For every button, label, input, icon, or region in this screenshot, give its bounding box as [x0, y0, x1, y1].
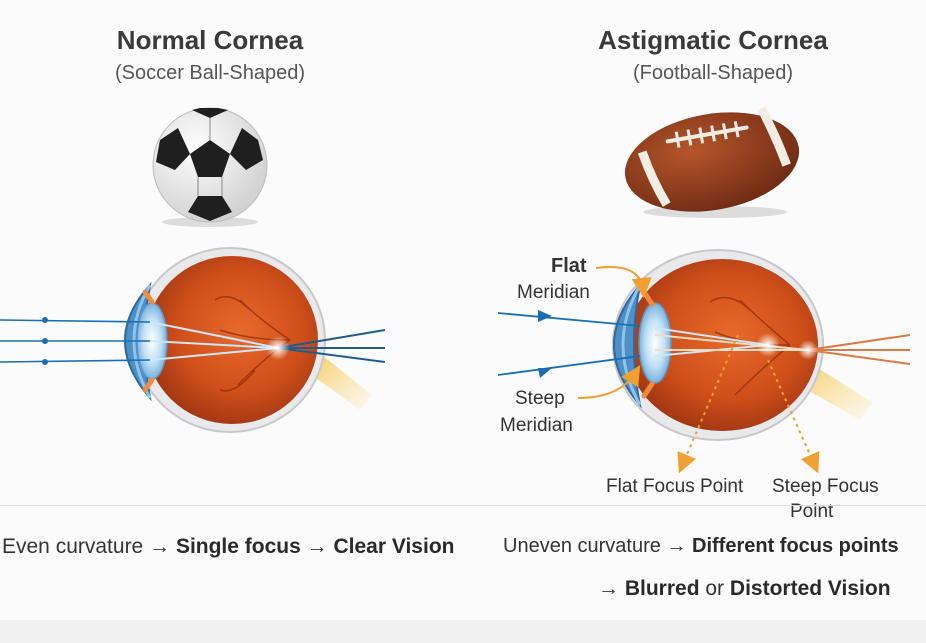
- astigmatic-cornea-subtitle: (Football-Shaped): [632, 62, 794, 84]
- normal-cornea-subtitle: (Soccer Ball-Shaped): [114, 62, 306, 84]
- normal-cornea-caption: Even curvature → Single focus → Clear Vi…: [2, 535, 455, 558]
- flat-focus-point-label: Flat Focus Point: [606, 476, 744, 497]
- divider: [0, 505, 926, 506]
- footer-band: [0, 620, 926, 643]
- football-icon: [624, 106, 800, 218]
- steep-meridian-label-line1: Steep: [515, 388, 565, 409]
- astigmatic-light-rays: [497, 310, 911, 378]
- soccer-ball-icon: [152, 107, 268, 227]
- steep-focus-point-label-line2: Point: [790, 501, 834, 522]
- normal-cornea-title: Normal Cornea: [116, 25, 304, 55]
- steep-focus-point-label-line1: Steep Focus: [772, 476, 879, 497]
- normal-light-rays: [0, 317, 386, 365]
- normal-eye: [0, 247, 386, 433]
- flat-meridian-label-line1: Flat: [551, 255, 587, 277]
- flat-meridian-label-line2: Meridian: [517, 282, 590, 303]
- astigmatic-cornea-caption-line1: Uneven curvature → Different focus point…: [503, 535, 899, 557]
- steep-meridian-label-line2: Meridian: [500, 415, 573, 436]
- astigmatic-cornea-caption-line2: → Blurred or Distorted Vision: [598, 577, 891, 600]
- astigmatic-eye: [497, 249, 911, 474]
- astigmatic-lens: [638, 302, 672, 384]
- astigmatic-cornea-title: Astigmatic Cornea: [598, 25, 828, 55]
